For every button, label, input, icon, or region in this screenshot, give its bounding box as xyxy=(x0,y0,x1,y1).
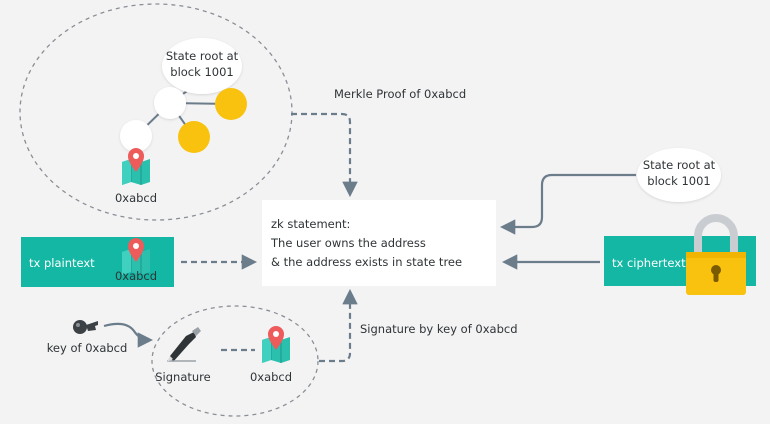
signature-by-key-label: Signature by key of 0xabcd xyxy=(360,322,518,336)
signature-label: Signature xyxy=(155,370,210,384)
zk-statement-box: zk statement: The user owns the address … xyxy=(262,200,496,286)
tx-plaintext-label: tx plaintext xyxy=(29,256,95,270)
tree-node xyxy=(154,87,186,119)
tx-plaintext-box: tx plaintext 0xabcd xyxy=(21,237,174,287)
signature-group-boundary xyxy=(151,305,319,417)
statement-line3: & the address exists in state tree xyxy=(271,255,462,269)
state-root-bubble-right xyxy=(637,148,721,202)
signature-arrow xyxy=(319,288,358,363)
state-root-arrow xyxy=(499,173,636,235)
signature-address-label: 0xabcd xyxy=(250,370,292,384)
statement-line2: The user owns the address xyxy=(270,236,426,250)
tree-node-highlighted xyxy=(215,88,247,120)
padlock-icon xyxy=(686,214,746,295)
tx-plaintext-address: 0xabcd xyxy=(115,269,157,283)
leaf-address-label: 0xabcd xyxy=(115,191,157,205)
statement-line1: zk statement: xyxy=(271,217,350,231)
state-root-right-line1: State root at xyxy=(643,158,716,172)
tx-ciphertext-label: tx ciphertext xyxy=(612,256,686,270)
signature-group: Signature 0xabcd xyxy=(151,305,319,417)
state-root-bubble xyxy=(162,38,242,94)
merkle-proof-arrow xyxy=(291,112,358,198)
key-label: key of 0xabcd xyxy=(47,341,128,355)
tree-node-highlighted xyxy=(178,121,210,153)
key-to-signature-arrow xyxy=(103,322,154,348)
state-tree-group: State root at block 1001 0xabcd xyxy=(19,3,293,221)
state-root-label-line1: State root at xyxy=(166,49,239,63)
map-pin-icon xyxy=(121,147,151,186)
key-icon xyxy=(73,320,98,334)
pen-icon xyxy=(167,327,201,362)
state-root-right-line2: block 1001 xyxy=(647,174,710,188)
map-pin-icon xyxy=(261,325,291,364)
state-root-label-line2: block 1001 xyxy=(170,65,233,79)
merkle-proof-label: Merkle Proof of 0xabcd xyxy=(334,87,466,101)
tx-ciphertext-box: tx ciphertext xyxy=(604,214,756,295)
state-tree-boundary xyxy=(19,3,293,221)
tree-node xyxy=(120,120,152,152)
